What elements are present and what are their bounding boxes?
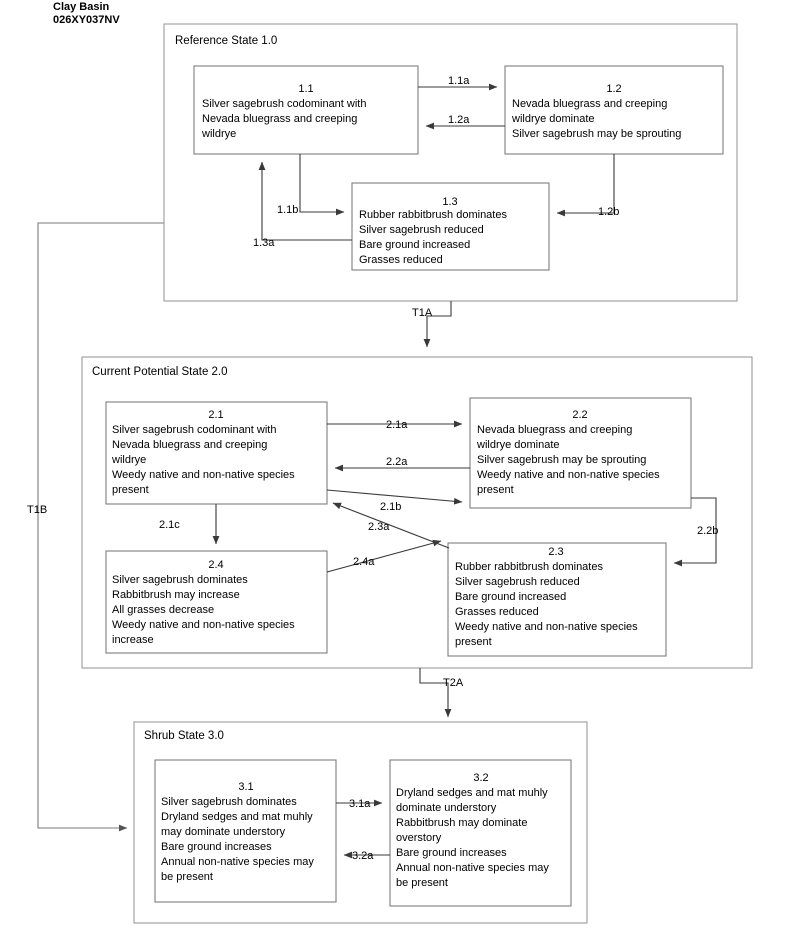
box-1-3-line-4: Grasses reduced — [359, 254, 443, 266]
box-2-3-line-4: Grasses reduced — [455, 606, 539, 618]
box-2-1-number: 2.1 — [208, 409, 223, 421]
box-2-2-line-2: wildrye dominate — [476, 439, 560, 451]
box-3-2-line-6: Annual non-native species may — [396, 862, 549, 874]
pathway-label-2-2a: 2.2a — [386, 456, 408, 468]
box-1-2-line-1: Nevada bluegrass and creeping — [512, 98, 667, 110]
box-2-3-line-1: Rubber rabbitbrush dominates — [455, 561, 603, 573]
pathway-label-1-1b: 1.1b — [277, 204, 298, 216]
pathway-label-2-1c: 2.1c — [159, 519, 180, 531]
box-1-2-line-3: Silver sagebrush may be sprouting — [512, 128, 681, 140]
box-3-2-line-3: Rabbitbrush may dominate — [396, 817, 527, 829]
transition-path-t1a — [423, 301, 452, 348]
pathway-arrow-2-3a — [332, 502, 450, 549]
box-3-2-line-7: be present — [396, 877, 448, 889]
transition-path-t2a — [419, 668, 452, 718]
box-3-1-line-5: Annual non-native species may — [161, 856, 314, 868]
state-label-current-potential: Current Potential State 2.0 — [92, 366, 228, 378]
box-2-4-number: 2.4 — [208, 559, 223, 571]
pathway-arrow-2-2b — [673, 497, 717, 567]
pathway-arrow-1-1b — [299, 154, 345, 216]
pathway-label-2-3a: 2.3a — [368, 521, 390, 533]
box-2-2-line-5: present — [477, 484, 514, 496]
pathway-arrow-2-1b — [326, 489, 463, 505]
box-2-4-line-2: Rabbitbrush may increase — [112, 589, 240, 601]
pathway-label-1-2b: 1.2b — [598, 206, 619, 218]
site-code: 026XY037NV — [53, 14, 120, 26]
transition-path-t1b — [37, 222, 164, 832]
pathway-arrow-1-3a — [258, 161, 352, 241]
pathway-label-1-3a: 1.3a — [253, 237, 275, 249]
state-label-shrub: Shrub State 3.0 — [144, 730, 224, 742]
pathway-label-1-1a: 1.1a — [448, 75, 470, 87]
box-3-1-line-4: Bare ground increases — [161, 841, 272, 853]
box-3-1-line-1: Silver sagebrush dominates — [161, 796, 297, 808]
box-2-3-line-2: Silver sagebrush reduced — [455, 576, 580, 588]
box-1-3-line-1: Rubber rabbitbrush dominates — [359, 209, 507, 221]
box-2-3 — [447, 542, 667, 657]
box-2-1-line-3: wildrye — [111, 454, 146, 466]
box-2-1 — [105, 401, 328, 505]
pathway-label-1-2a: 1.2a — [448, 114, 470, 126]
pathway-label-3-1a: 3.1a — [349, 798, 371, 810]
box-3-1-line-3: may dominate understory — [161, 826, 286, 838]
pathway-arrow-1-2b — [556, 154, 615, 217]
pathway-label-2-2b: 2.2b — [697, 525, 718, 537]
box-1-1-line-2: Nevada bluegrass and creeping — [202, 113, 357, 125]
box-3-2-line-5: Bare ground increases — [396, 847, 507, 859]
box-2-2-line-1: Nevada bluegrass and creeping — [477, 424, 632, 436]
box-3-1-line-2: Dryland sedges and mat muhly — [161, 811, 313, 823]
box-1-3-number: 1.3 — [442, 196, 457, 208]
box-2-2-line-4: Weedy native and non-native species — [477, 469, 660, 481]
state-label-reference: Reference State 1.0 — [175, 35, 277, 47]
pathway-label-2-1b: 2.1b — [380, 501, 401, 513]
box-2-4-line-5: increase — [112, 634, 154, 646]
box-1-2-number: 1.2 — [606, 83, 621, 95]
box-3-1 — [154, 759, 337, 903]
box-1-1-number: 1.1 — [298, 83, 313, 95]
box-2-2-number: 2.2 — [572, 409, 587, 421]
box-3-2-line-4: overstory — [396, 832, 442, 844]
transition-label-t1a: T1A — [412, 307, 433, 319]
box-2-3-line-5: Weedy native and non-native species — [455, 621, 638, 633]
box-3-2 — [389, 759, 572, 907]
box-1-3-line-2: Silver sagebrush reduced — [359, 224, 484, 236]
box-2-1-line-4: Weedy native and non-native species — [112, 469, 295, 481]
site-name: Clay Basin — [53, 1, 110, 13]
box-2-3-number: 2.3 — [548, 546, 563, 558]
box-3-2-line-1: Dryland sedges and mat muhly — [396, 787, 548, 799]
box-1-1-line-1: Silver sagebrush codominant with — [202, 98, 366, 110]
box-2-1-line-5: present — [112, 484, 149, 496]
box-2-4 — [105, 550, 328, 654]
box-1-2 — [504, 65, 724, 155]
box-2-4-line-4: Weedy native and non-native species — [112, 619, 295, 631]
box-2-3-line-3: Bare ground increased — [455, 591, 566, 603]
box-2-2 — [469, 397, 692, 509]
box-3-2-line-2: dominate understory — [396, 802, 497, 814]
pathway-label-2-1a: 2.1a — [386, 419, 408, 431]
box-1-1 — [193, 65, 419, 155]
box-2-1-line-1: Silver sagebrush codominant with — [112, 424, 276, 436]
box-2-4-line-1: Silver sagebrush dominates — [112, 574, 248, 586]
box-1-3-line-3: Bare ground increased — [359, 239, 470, 251]
pathway-label-2-4a: 2.4a — [353, 556, 375, 568]
box-2-4-line-3: All grasses decrease — [112, 604, 214, 616]
pathway-label-3-2a: 3.2a — [352, 850, 374, 862]
transition-label-t1b: T1B — [27, 504, 47, 516]
pathway-arrow-2-4a — [326, 539, 442, 573]
box-1-3 — [351, 182, 550, 271]
box-2-3-line-6: present — [455, 636, 492, 648]
box-1-1-line-3: wildrye — [201, 128, 236, 140]
box-1-2-line-2: wildrye dominate — [511, 113, 595, 125]
box-3-1-number: 3.1 — [238, 781, 253, 793]
transition-label-t2a: T2A — [443, 677, 464, 689]
box-3-1-line-6: be present — [161, 871, 213, 883]
box-2-1-line-2: Nevada bluegrass and creeping — [112, 439, 267, 451]
box-3-2-number: 3.2 — [473, 772, 488, 784]
box-2-2-line-3: Silver sagebrush may be sprouting — [477, 454, 646, 466]
